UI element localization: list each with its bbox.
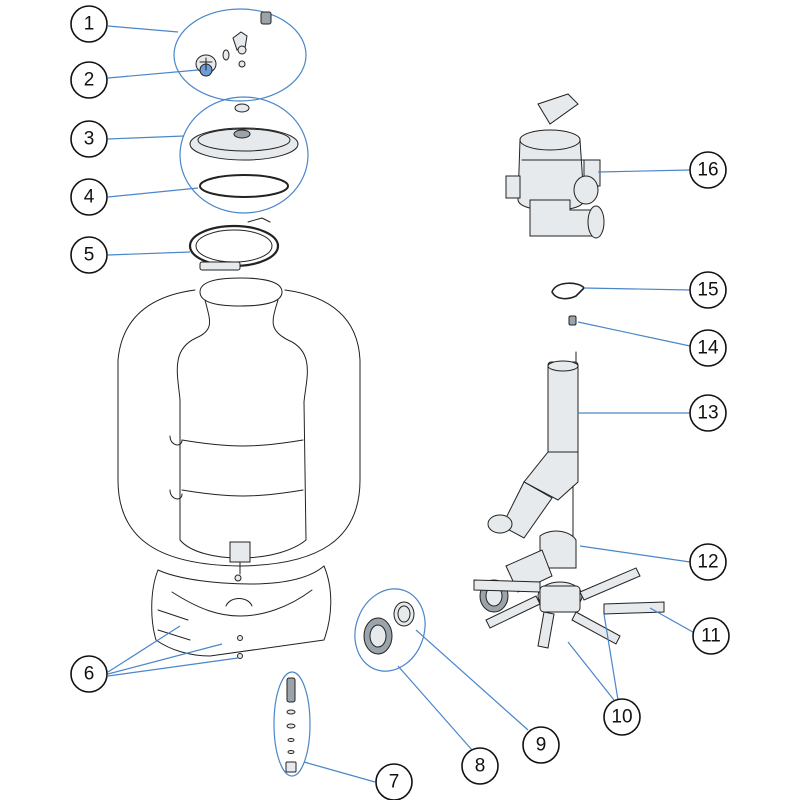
group-halo-3-4 <box>179 96 309 214</box>
callout-4: 4 <box>70 178 108 216</box>
callout-label: 10 <box>611 707 632 728</box>
callout-label: 16 <box>697 160 718 181</box>
callout-label: 14 <box>697 338 719 359</box>
callout-label: 1 <box>84 14 95 35</box>
part-base-stand <box>151 565 332 659</box>
part-riser-pipe <box>547 351 579 455</box>
callout-label: 4 <box>84 187 95 208</box>
group-halo-8-9 <box>354 588 426 672</box>
part-screw <box>568 315 577 326</box>
callout-15: 15 <box>689 271 727 309</box>
leader-4 <box>107 187 199 198</box>
callout-10: 10 <box>603 698 641 736</box>
leader-11 <box>649 607 701 637</box>
callout-label: 2 <box>84 70 95 91</box>
leader-2 <box>107 69 199 79</box>
leader-7 <box>303 761 376 783</box>
group-halo-1 <box>173 8 307 102</box>
part-collector-hub <box>537 581 583 613</box>
callout-1: 1 <box>70 5 108 43</box>
part-pressure-gauge <box>195 54 217 77</box>
part-clamp-ring <box>188 217 280 271</box>
callout-label: 15 <box>697 280 718 301</box>
leader-5 <box>107 251 191 256</box>
callout-6: 6 <box>70 655 108 693</box>
part-lid <box>189 103 299 161</box>
callout-14: 14 <box>689 329 727 367</box>
leader-6 <box>107 625 239 677</box>
leader-3 <box>107 135 185 140</box>
callout-9: 9 <box>522 726 560 764</box>
leader-10 <box>567 613 619 701</box>
part-multiport-valve <box>505 93 605 239</box>
part-union-ring <box>393 601 415 627</box>
callout-7: 7 <box>375 763 413 800</box>
callout-label: 6 <box>84 664 95 685</box>
callout-13: 13 <box>689 394 727 432</box>
leader-12 <box>579 545 691 563</box>
callout-label: 3 <box>84 129 95 150</box>
callout-16: 16 <box>689 151 727 189</box>
callout-label: 5 <box>84 245 95 266</box>
part-clip <box>551 282 585 300</box>
callout-5: 5 <box>70 236 108 274</box>
callout-label: 7 <box>389 772 400 793</box>
part-small-fittings <box>222 11 272 68</box>
callout-2: 2 <box>70 61 108 99</box>
leader-16 <box>597 169 691 173</box>
part-o-ring <box>199 174 289 198</box>
callout-label: 12 <box>697 552 718 573</box>
part-upper-elbow <box>487 451 579 539</box>
callout-label: 11 <box>701 626 721 647</box>
group-halo-7 <box>273 671 311 777</box>
callout-label: 8 <box>475 756 486 777</box>
leader-9 <box>415 629 529 731</box>
callout-12: 12 <box>689 543 727 581</box>
callout-3: 3 <box>70 120 108 158</box>
leader-15 <box>583 287 691 291</box>
part-union-nut <box>363 617 393 655</box>
part-drain-assembly <box>285 677 297 773</box>
leader-1 <box>107 25 179 33</box>
callout-8: 8 <box>461 747 499 785</box>
leader-14 <box>577 321 691 347</box>
callout-label: 13 <box>697 403 718 424</box>
callout-11: 11 <box>692 617 730 655</box>
leader-8 <box>397 665 473 751</box>
part-filter-tank <box>117 277 361 575</box>
callout-label: 9 <box>536 735 547 756</box>
